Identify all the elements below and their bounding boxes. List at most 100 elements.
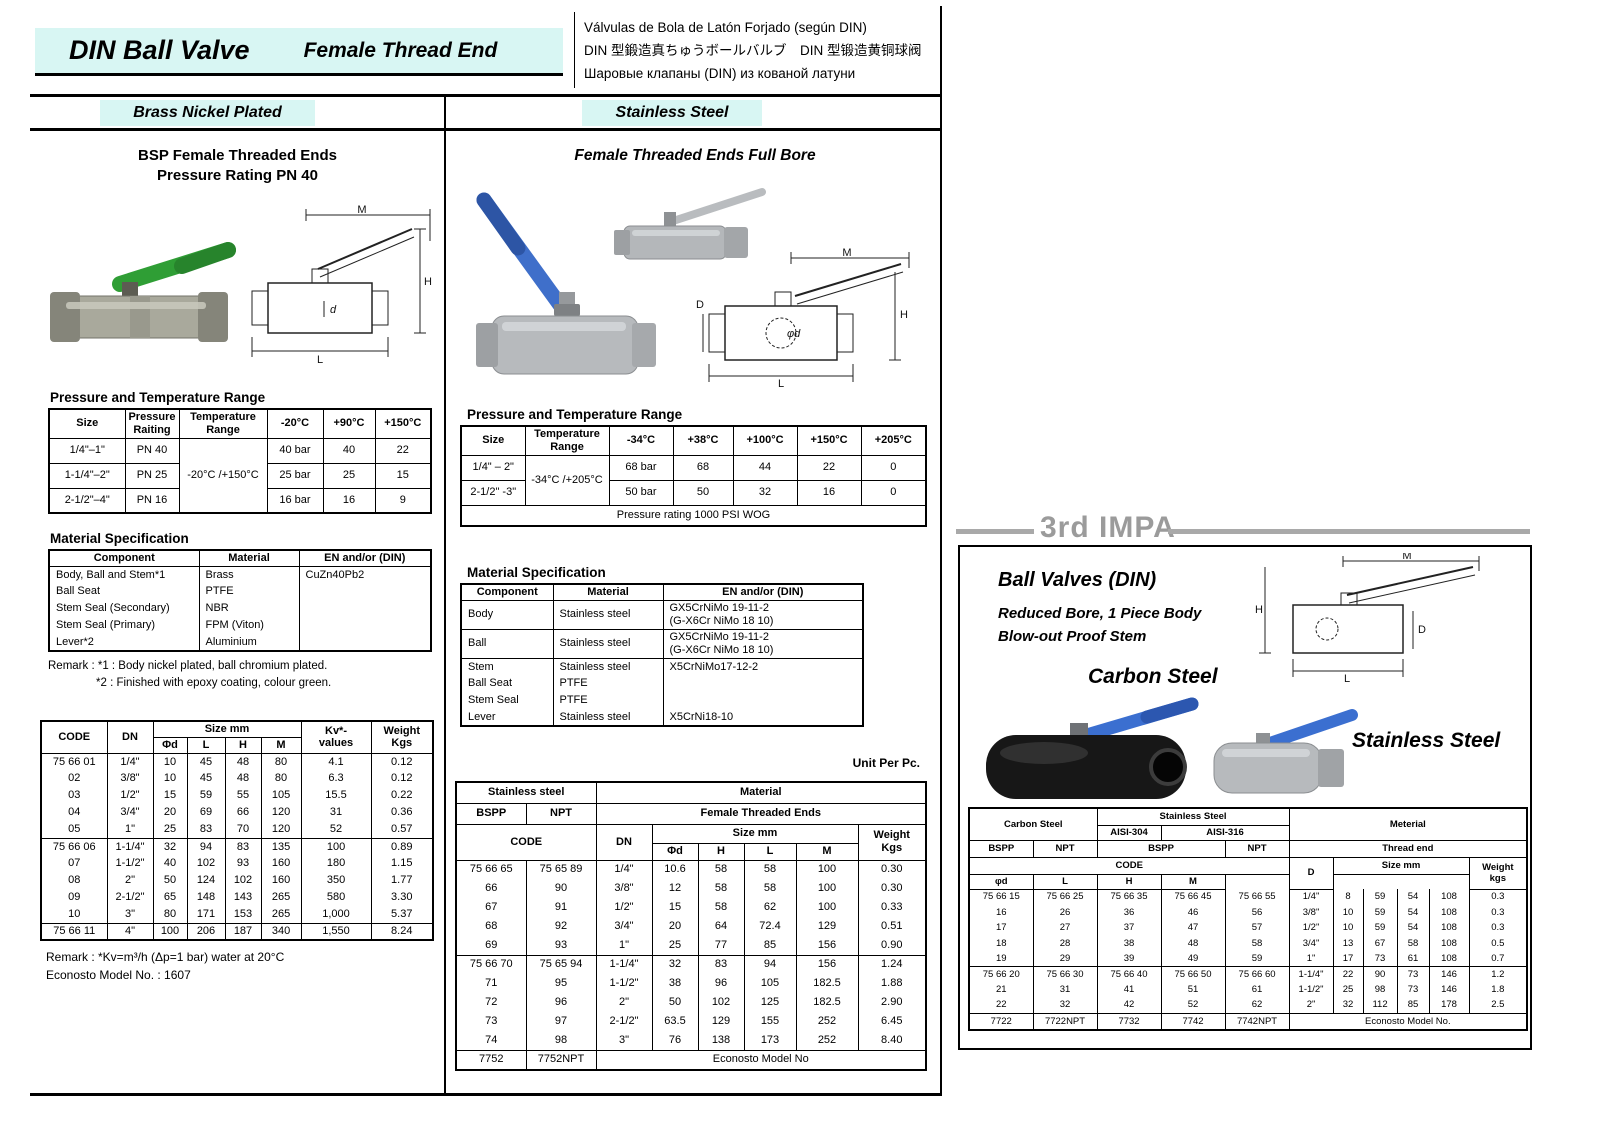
table-cell: 45 — [186, 753, 226, 771]
model-code-bspp: 7752 — [455, 1049, 527, 1071]
table-cell: 135 — [260, 837, 302, 856]
table-header-row: Component Material EN and/or (DIN) — [48, 549, 432, 567]
table-cell: 1/4" — [595, 860, 653, 879]
cell: 2-1/2" -3" — [460, 479, 526, 506]
table-cell: 32 — [152, 837, 188, 856]
table-cell: 120 — [260, 821, 302, 839]
table-cell: 3" — [106, 906, 154, 924]
column-divider — [444, 94, 446, 1096]
dim-label-h: H — [424, 276, 432, 288]
cell: 16 bar — [266, 487, 324, 514]
table-cell: 171 — [186, 906, 226, 924]
table-cell: 75 66 20 — [968, 966, 1034, 982]
table-cell: 02 — [40, 770, 108, 788]
table-cell — [662, 675, 864, 693]
table-cell — [298, 634, 432, 652]
table-cell: 1-1/2" — [106, 855, 154, 873]
table-cell: 28 — [1032, 935, 1098, 951]
table-cell: 0.57 — [370, 821, 434, 839]
cell: 0 — [860, 479, 927, 506]
cell: 2-1/2"–4" — [48, 487, 126, 514]
cell: 68 bar — [608, 454, 674, 481]
table-cell: 22 — [1332, 966, 1364, 982]
dim-label-m: M — [1402, 553, 1411, 562]
table-cell: 0.51 — [857, 917, 927, 936]
col-header-t1: -34°C — [608, 425, 674, 456]
table-cell: 8.40 — [857, 1031, 927, 1050]
col-header-weight: Weight Kgs — [370, 720, 434, 754]
table-cell: 25 — [1332, 982, 1364, 998]
stainless-heading: Female Threaded Ends Full Bore — [574, 147, 816, 164]
table-cell: 1/2" — [1288, 920, 1334, 936]
table-cell: 15 — [152, 787, 188, 805]
table-cell: 67 — [455, 898, 527, 917]
table-cell: 124 — [186, 872, 226, 890]
table-cell: 69 — [455, 936, 527, 955]
table-cell: 58 — [1396, 935, 1430, 951]
table-cell: 2-1/2" — [595, 1012, 653, 1031]
impa-carbon-label: Carbon Steel — [1088, 665, 1218, 688]
table-cell: 26 — [1032, 904, 1098, 920]
cell: 16 — [322, 487, 376, 514]
table-cell: 73 — [455, 1012, 527, 1031]
table-cell: 0.30 — [857, 879, 927, 898]
table-cell: 05 — [40, 821, 108, 839]
impa-stainless-valve-photo — [1213, 709, 1358, 794]
table-cell: GX5CrNiMo 19-11-2 (G-X6Cr NiMo 18 10) — [662, 628, 864, 659]
table-cell: 0.12 — [370, 753, 434, 771]
cell: 9 — [374, 487, 432, 514]
col-header-material: Material — [552, 583, 664, 601]
col-header-npt-stainless: NPT — [1224, 839, 1290, 858]
col-header-l: L — [1032, 873, 1098, 890]
table-header-row: CODE DN Size mm Kv*- values Weight Kgs — [40, 720, 434, 754]
dim-label-l: L — [778, 378, 784, 388]
table-cell: 40 — [152, 855, 188, 873]
table-cell: 72 — [455, 993, 527, 1012]
table-cell: Stainless steel — [552, 628, 664, 659]
col-header-female-threaded-ends: Female Threaded Ends — [595, 802, 927, 825]
cell: 25 bar — [266, 462, 324, 489]
table-cell: 73 — [1396, 966, 1430, 982]
table-cell: 52 — [300, 821, 372, 839]
table-cell: 75 66 45 — [1160, 889, 1226, 905]
table-cell: Stainless steel — [552, 600, 664, 630]
col-header-t1: -20°C — [266, 408, 324, 439]
table-cell: 58 — [697, 879, 745, 898]
table-cell: 58 — [697, 898, 745, 917]
table-cell: 4.1 — [300, 753, 372, 771]
table-cell: 52 — [1160, 997, 1226, 1013]
table-cell: 10 — [152, 770, 188, 788]
table-cell: 75 66 40 — [1096, 966, 1162, 982]
table-cell: 39 — [1096, 951, 1162, 967]
table-cell: 77 — [697, 936, 745, 955]
table-cell: 49 — [1160, 951, 1226, 967]
impa-dimension-drawing: M H D L — [1255, 553, 1480, 683]
table-cell: 07 — [40, 855, 108, 873]
table-cell: 0.90 — [857, 936, 927, 955]
table-cell: 265 — [260, 889, 302, 907]
table-cell: 5.37 — [370, 906, 434, 924]
brass-heading-1: BSP Female Threaded Ends — [138, 147, 337, 164]
col-header-aisi-304: AISI-304 — [1096, 824, 1162, 841]
table-cell: 2.5 — [1468, 997, 1528, 1013]
cell: 1-1/4"–2" — [48, 462, 126, 489]
table-cell: 2" — [106, 872, 154, 890]
table-cell: 10 — [152, 753, 188, 771]
dim-label-m: M — [842, 248, 851, 259]
impa-stainless-label: Stainless Steel — [1352, 729, 1501, 752]
table-cell: Stainless steel — [552, 657, 664, 676]
